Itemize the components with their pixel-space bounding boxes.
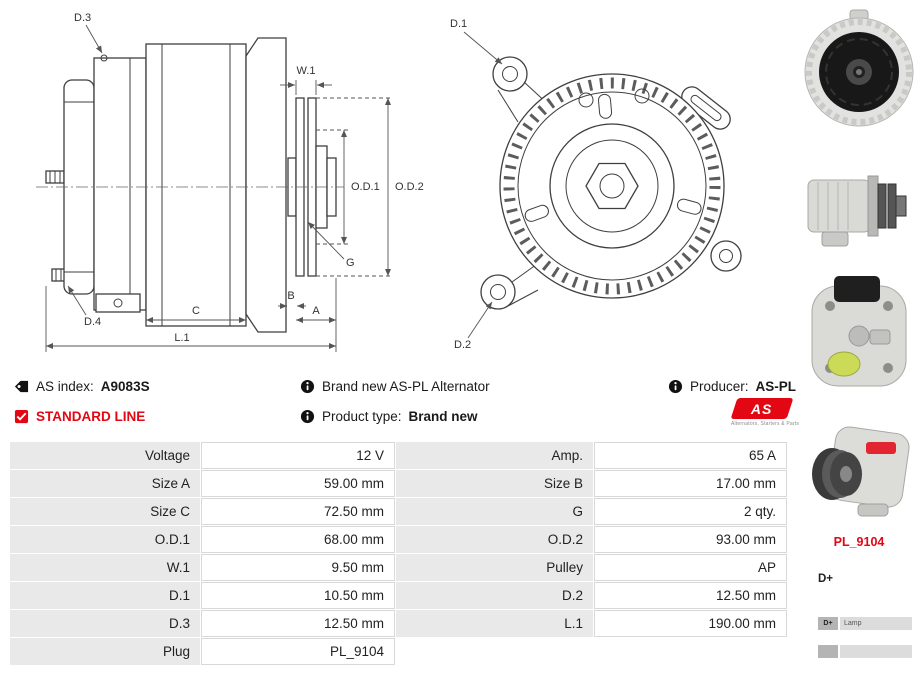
as-index-value: A9083S xyxy=(100,378,150,394)
product-photo-front xyxy=(804,9,914,127)
product-type-label: Product type: xyxy=(322,408,402,424)
dim-label-a: A xyxy=(312,305,320,317)
dim-label-b: B xyxy=(287,290,294,302)
spec-value: 12 V xyxy=(201,442,395,469)
side-view-drawing: D.3 W.1 O.D.1 O.D.2 G C B A xyxy=(36,12,424,352)
dim-label-c: C xyxy=(192,305,200,317)
spec-value: 2 qty. xyxy=(594,498,787,525)
legend-value xyxy=(840,645,912,658)
spec-label: D.2 xyxy=(396,582,593,609)
producer-label: Producer: xyxy=(690,378,749,394)
spec-label: D.3 xyxy=(10,610,200,637)
dim-label-g: G xyxy=(346,257,355,269)
dim-label-od2: O.D.2 xyxy=(395,181,424,193)
dim-label-od1: O.D.1 xyxy=(351,181,380,193)
spec-label: L.1 xyxy=(396,610,593,637)
aspl-logo: AS Alternators, Starters & Parts xyxy=(730,398,800,427)
legend-value: Lamp xyxy=(840,617,912,630)
spec-value: 68.00 mm xyxy=(201,526,395,553)
spec-label: W.1 xyxy=(10,554,200,581)
spec-label: Plug xyxy=(10,638,200,665)
info-icon xyxy=(300,409,315,423)
spec-value: 17.00 mm xyxy=(594,470,787,497)
aspl-logo-text: AS xyxy=(751,400,773,417)
info-icon xyxy=(300,379,315,393)
spec-value: 12.50 mm xyxy=(201,610,395,637)
spec-value: 10.50 mm xyxy=(201,582,395,609)
spec-value: 65 A xyxy=(594,442,787,469)
spec-label: Size A xyxy=(10,470,200,497)
producer-info: Producer: AS-PL xyxy=(668,377,796,395)
front-view-drawing: D.1 D.2 xyxy=(450,18,742,351)
dim-label-d3: D.3 xyxy=(74,12,91,24)
spec-label: Pulley xyxy=(396,554,593,581)
spec-label: O.D.2 xyxy=(396,526,593,553)
plug-code: PL_9104 xyxy=(833,535,885,549)
tag-icon xyxy=(14,380,29,392)
dim-label-d2: D.2 xyxy=(454,339,471,351)
spec-label: Size B xyxy=(396,470,593,497)
spec-value: AP xyxy=(594,554,787,581)
spec-label: D.1 xyxy=(10,582,200,609)
spec-table: Voltage 12 V Amp. 65 A Size A 59.00 mm S… xyxy=(10,442,787,665)
product-type-value: Brand new xyxy=(408,408,478,424)
spec-label: O.D.1 xyxy=(10,526,200,553)
aspl-logo-flag: AS xyxy=(730,398,794,419)
as-index-label: AS index: xyxy=(36,378,94,394)
dim-label-w1: W.1 xyxy=(297,65,316,77)
aspl-logo-tagline: Alternators, Starters & Parts xyxy=(731,421,800,427)
spec-label: Size C xyxy=(10,498,200,525)
spec-value: 93.00 mm xyxy=(594,526,787,553)
terminal-label: D+ xyxy=(818,573,834,585)
legend-row xyxy=(818,645,912,658)
spec-label-empty xyxy=(396,638,593,665)
as-index: AS index: A9083S xyxy=(14,377,150,395)
spec-value: 9.50 mm xyxy=(201,554,395,581)
spec-label: Amp. xyxy=(396,442,593,469)
spec-value: 190.00 mm xyxy=(594,610,787,637)
check-icon xyxy=(14,409,29,423)
brand-info: Brand new AS-PL Alternator xyxy=(300,377,490,395)
legend-key: D+ xyxy=(818,617,838,630)
spec-value: PL_9104 xyxy=(201,638,395,665)
spec-label: Voltage xyxy=(10,442,200,469)
product-photo-side xyxy=(807,175,907,247)
legend-row: D+ Lamp xyxy=(818,617,912,630)
product-photo-rear xyxy=(811,276,907,387)
spec-value: 72.50 mm xyxy=(201,498,395,525)
brand-text: Brand new AS-PL Alternator xyxy=(322,378,490,394)
product-photo-angled xyxy=(812,426,910,517)
dim-label-d4: D.4 xyxy=(84,316,101,328)
legend-key xyxy=(818,645,838,658)
spec-label: G xyxy=(396,498,593,525)
spec-value: 59.00 mm xyxy=(201,470,395,497)
info-icon xyxy=(668,379,683,393)
product-type-info: Product type: Brand new xyxy=(300,407,478,425)
dim-label-d1: D.1 xyxy=(450,18,467,30)
spec-value-empty xyxy=(594,638,787,665)
spec-value: 12.50 mm xyxy=(594,582,787,609)
standard-line-label: STANDARD LINE xyxy=(36,408,146,424)
dim-label-l1: L.1 xyxy=(174,332,189,344)
producer-value: AS-PL xyxy=(755,378,797,394)
standard-line: STANDARD LINE xyxy=(14,407,145,425)
